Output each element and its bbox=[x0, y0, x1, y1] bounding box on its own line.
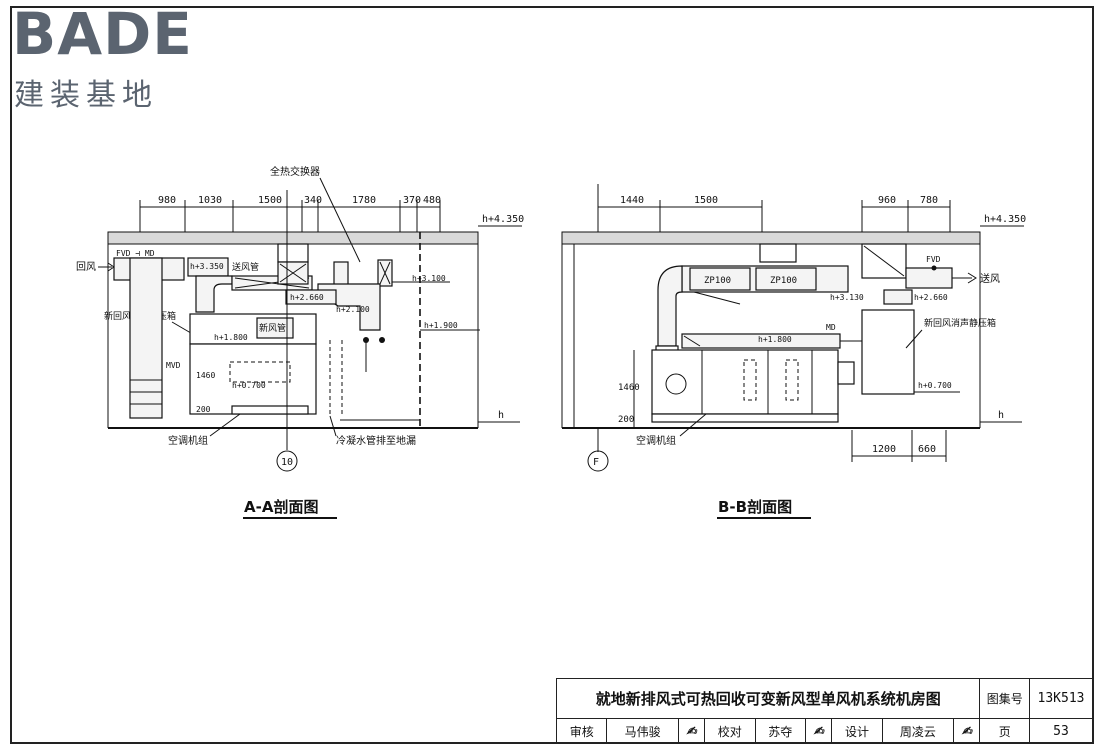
label-elev-b-3130: h+3.130 bbox=[830, 293, 864, 302]
label-ahu-a: 空调机组 bbox=[168, 434, 208, 447]
label-elev-a-2100: h+2.100 bbox=[336, 305, 370, 314]
dim-b-1440: 1440 bbox=[620, 195, 644, 206]
reviewer-name: 马伟骏 bbox=[606, 718, 679, 744]
label-elev-a-2660: h+2.660 bbox=[290, 293, 324, 302]
title-block: 就地新排风式可热回收可变新风型单风机系统机房图 图集号 13K513 审核 马伟… bbox=[555, 678, 1093, 744]
dim-b-1200: 1200 bbox=[872, 444, 896, 455]
dim-b-200: 200 bbox=[618, 415, 634, 425]
label-mvd: MVD bbox=[166, 361, 181, 370]
dim-b-660: 660 bbox=[918, 444, 936, 455]
reviewer-signature: ✍︎ bbox=[677, 718, 706, 744]
section-b: 1440 1500 960 780 h+4.350 ZP100 ZP100 bbox=[561, 184, 1026, 519]
dim-a-340: 340 bbox=[304, 195, 322, 206]
atlas-number: 13K513 bbox=[1029, 678, 1093, 719]
label-fresh-duct: 新风管 bbox=[259, 322, 286, 334]
label-fvd-md: FVD ⊣ MD bbox=[116, 249, 155, 258]
axis-b-label: F bbox=[593, 457, 599, 468]
label-zp100-1: ZP100 bbox=[704, 276, 731, 286]
label-elev-a-0700: h+0.700 bbox=[232, 381, 266, 390]
drawing-title: 就地新排风式可热回收可变新风型单风机系统机房图 bbox=[555, 678, 981, 719]
label-elev-a-3100: h+3.100 bbox=[412, 274, 446, 283]
dim-b-780: 780 bbox=[920, 195, 938, 206]
designer-name: 周凌云 bbox=[881, 718, 955, 744]
page-label: 页 bbox=[979, 718, 1031, 744]
dim-a-980: 980 bbox=[158, 195, 176, 206]
label-elev-a-1800: h+1.800 bbox=[214, 333, 248, 342]
dim-a-1460: 1460 bbox=[196, 371, 215, 380]
label-elev-a-1900: h+1.900 bbox=[424, 321, 458, 330]
page-number: 53 bbox=[1029, 718, 1093, 744]
check-label: 校对 bbox=[704, 718, 756, 744]
dim-a-200: 200 bbox=[196, 405, 211, 414]
section-a: 980 1030 1500 340 1780 370 480 h+4.350 全… bbox=[76, 165, 524, 519]
section-a-title: A-A剖面图 bbox=[244, 498, 318, 516]
label-muffler-b: 新回风消声静压箱 bbox=[924, 317, 996, 329]
axis-a-label: 10 bbox=[281, 457, 293, 468]
dim-a-1780: 1780 bbox=[352, 195, 376, 206]
logo-brand: BADE bbox=[12, 0, 193, 68]
checker-name: 苏夺 bbox=[754, 718, 807, 744]
label-fvd: FVD bbox=[926, 255, 941, 264]
label-elev-b-2660: h+2.660 bbox=[914, 293, 948, 302]
label-condensate: 冷凝水管排至地漏 bbox=[336, 434, 416, 447]
label-heat-exchanger: 全热交换器 bbox=[270, 165, 320, 178]
label-ahu-b: 空调机组 bbox=[636, 434, 676, 447]
section-b-title: B-B剖面图 bbox=[718, 498, 792, 516]
label-elev-a-3350: h+3.350 bbox=[190, 262, 224, 271]
elev-b-top: h+4.350 bbox=[984, 214, 1026, 225]
label-md: MD bbox=[826, 323, 836, 332]
design-label: 设计 bbox=[831, 718, 883, 744]
dim-a-370: 370 bbox=[403, 195, 421, 206]
dim-b-960: 960 bbox=[878, 195, 896, 206]
dim-b-1460: 1460 bbox=[618, 383, 640, 393]
dim-a-480: 480 bbox=[423, 195, 441, 206]
label-elev-b-0700: h+0.700 bbox=[918, 381, 952, 390]
atlas-label: 图集号 bbox=[979, 678, 1031, 719]
bade-logo: BADE 建装基地 bbox=[12, 0, 212, 113]
elev-a-h: h bbox=[498, 410, 504, 421]
label-return-air: 回风 bbox=[76, 261, 96, 273]
elev-a-top: h+4.350 bbox=[482, 214, 524, 225]
logo-subtitle: 建装基地 bbox=[14, 78, 158, 113]
label-elev-b-1800: h+1.800 bbox=[758, 335, 792, 344]
designer-signature: ✍︎ bbox=[953, 718, 981, 744]
elev-b-h: h bbox=[998, 410, 1004, 421]
dim-b-1500: 1500 bbox=[694, 195, 718, 206]
review-label: 审核 bbox=[555, 718, 608, 744]
label-supply-duct: 送风管 bbox=[232, 261, 259, 273]
dim-a-1500: 1500 bbox=[258, 195, 282, 206]
dim-a-1030: 1030 bbox=[198, 195, 222, 206]
label-zp100-2: ZP100 bbox=[770, 276, 797, 286]
label-supply-air: 送风 bbox=[980, 272, 1000, 285]
checker-signature: ✍︎ bbox=[805, 718, 833, 744]
